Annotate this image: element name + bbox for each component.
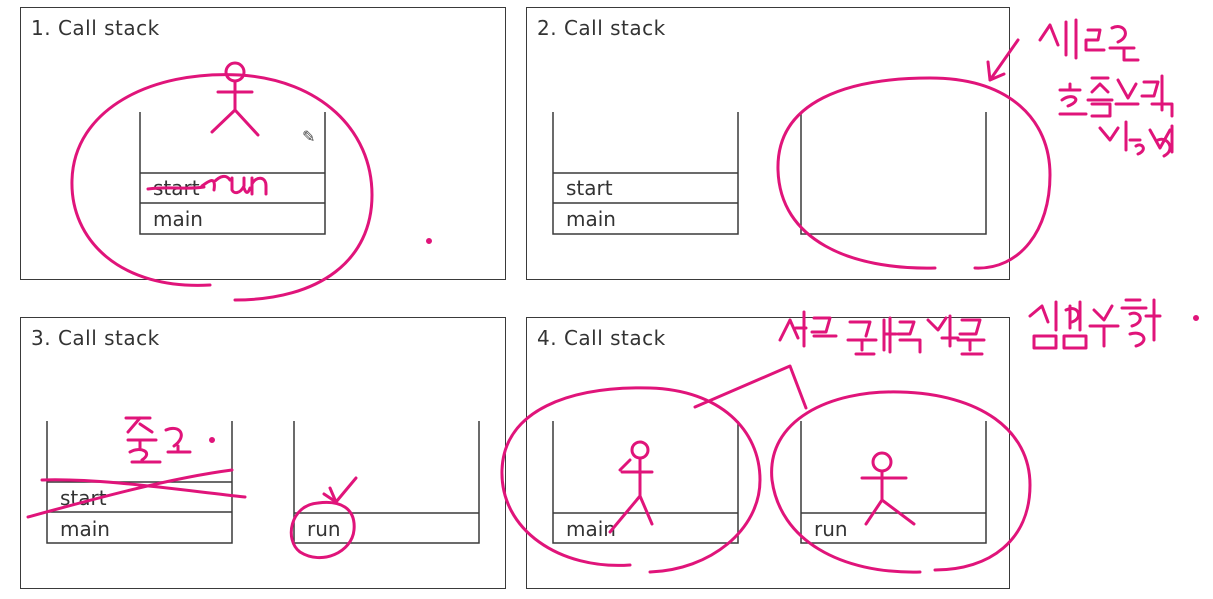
panel-4-stack-left: main bbox=[552, 421, 740, 545]
panel-3-frame-main: main bbox=[60, 517, 110, 541]
panel-2-title: 2. Call stack bbox=[537, 16, 666, 40]
panel-2-stack-left-outline bbox=[552, 112, 739, 235]
panel-2-stack-right-outline bbox=[800, 112, 987, 235]
panel-4-title: 4. Call stack bbox=[537, 326, 666, 350]
panel-1-frame-start: start bbox=[153, 176, 200, 200]
panel-3-frame-run: run bbox=[307, 517, 341, 541]
panel-3-stack-left: start main bbox=[46, 421, 234, 545]
panel-3-title: 3. Call stack bbox=[31, 326, 160, 350]
new-callstack-handwriting bbox=[1038, 18, 1174, 158]
panel-2-frame-start: start bbox=[566, 176, 613, 200]
panel-3-stack-right: run bbox=[293, 421, 481, 545]
panel-1-stack: start main bbox=[139, 112, 327, 236]
panel-4-stack-right: run bbox=[800, 421, 988, 545]
pencil-cursor-icon: ✎ bbox=[302, 127, 316, 146]
independent-handwriting-2 bbox=[1028, 298, 1199, 350]
panel-4-frame-run: run bbox=[814, 517, 848, 541]
panel-4-frame-main: main bbox=[566, 517, 616, 541]
panel-1-title: 1. Call stack bbox=[31, 16, 160, 40]
panel-3-frame-start: start bbox=[60, 486, 107, 510]
panel-2-stack-left: start main bbox=[552, 112, 740, 236]
panel-1-frame-main: main bbox=[153, 207, 203, 231]
panel-2-stack-right bbox=[800, 112, 988, 236]
panel-2-frame-main: main bbox=[566, 207, 616, 231]
